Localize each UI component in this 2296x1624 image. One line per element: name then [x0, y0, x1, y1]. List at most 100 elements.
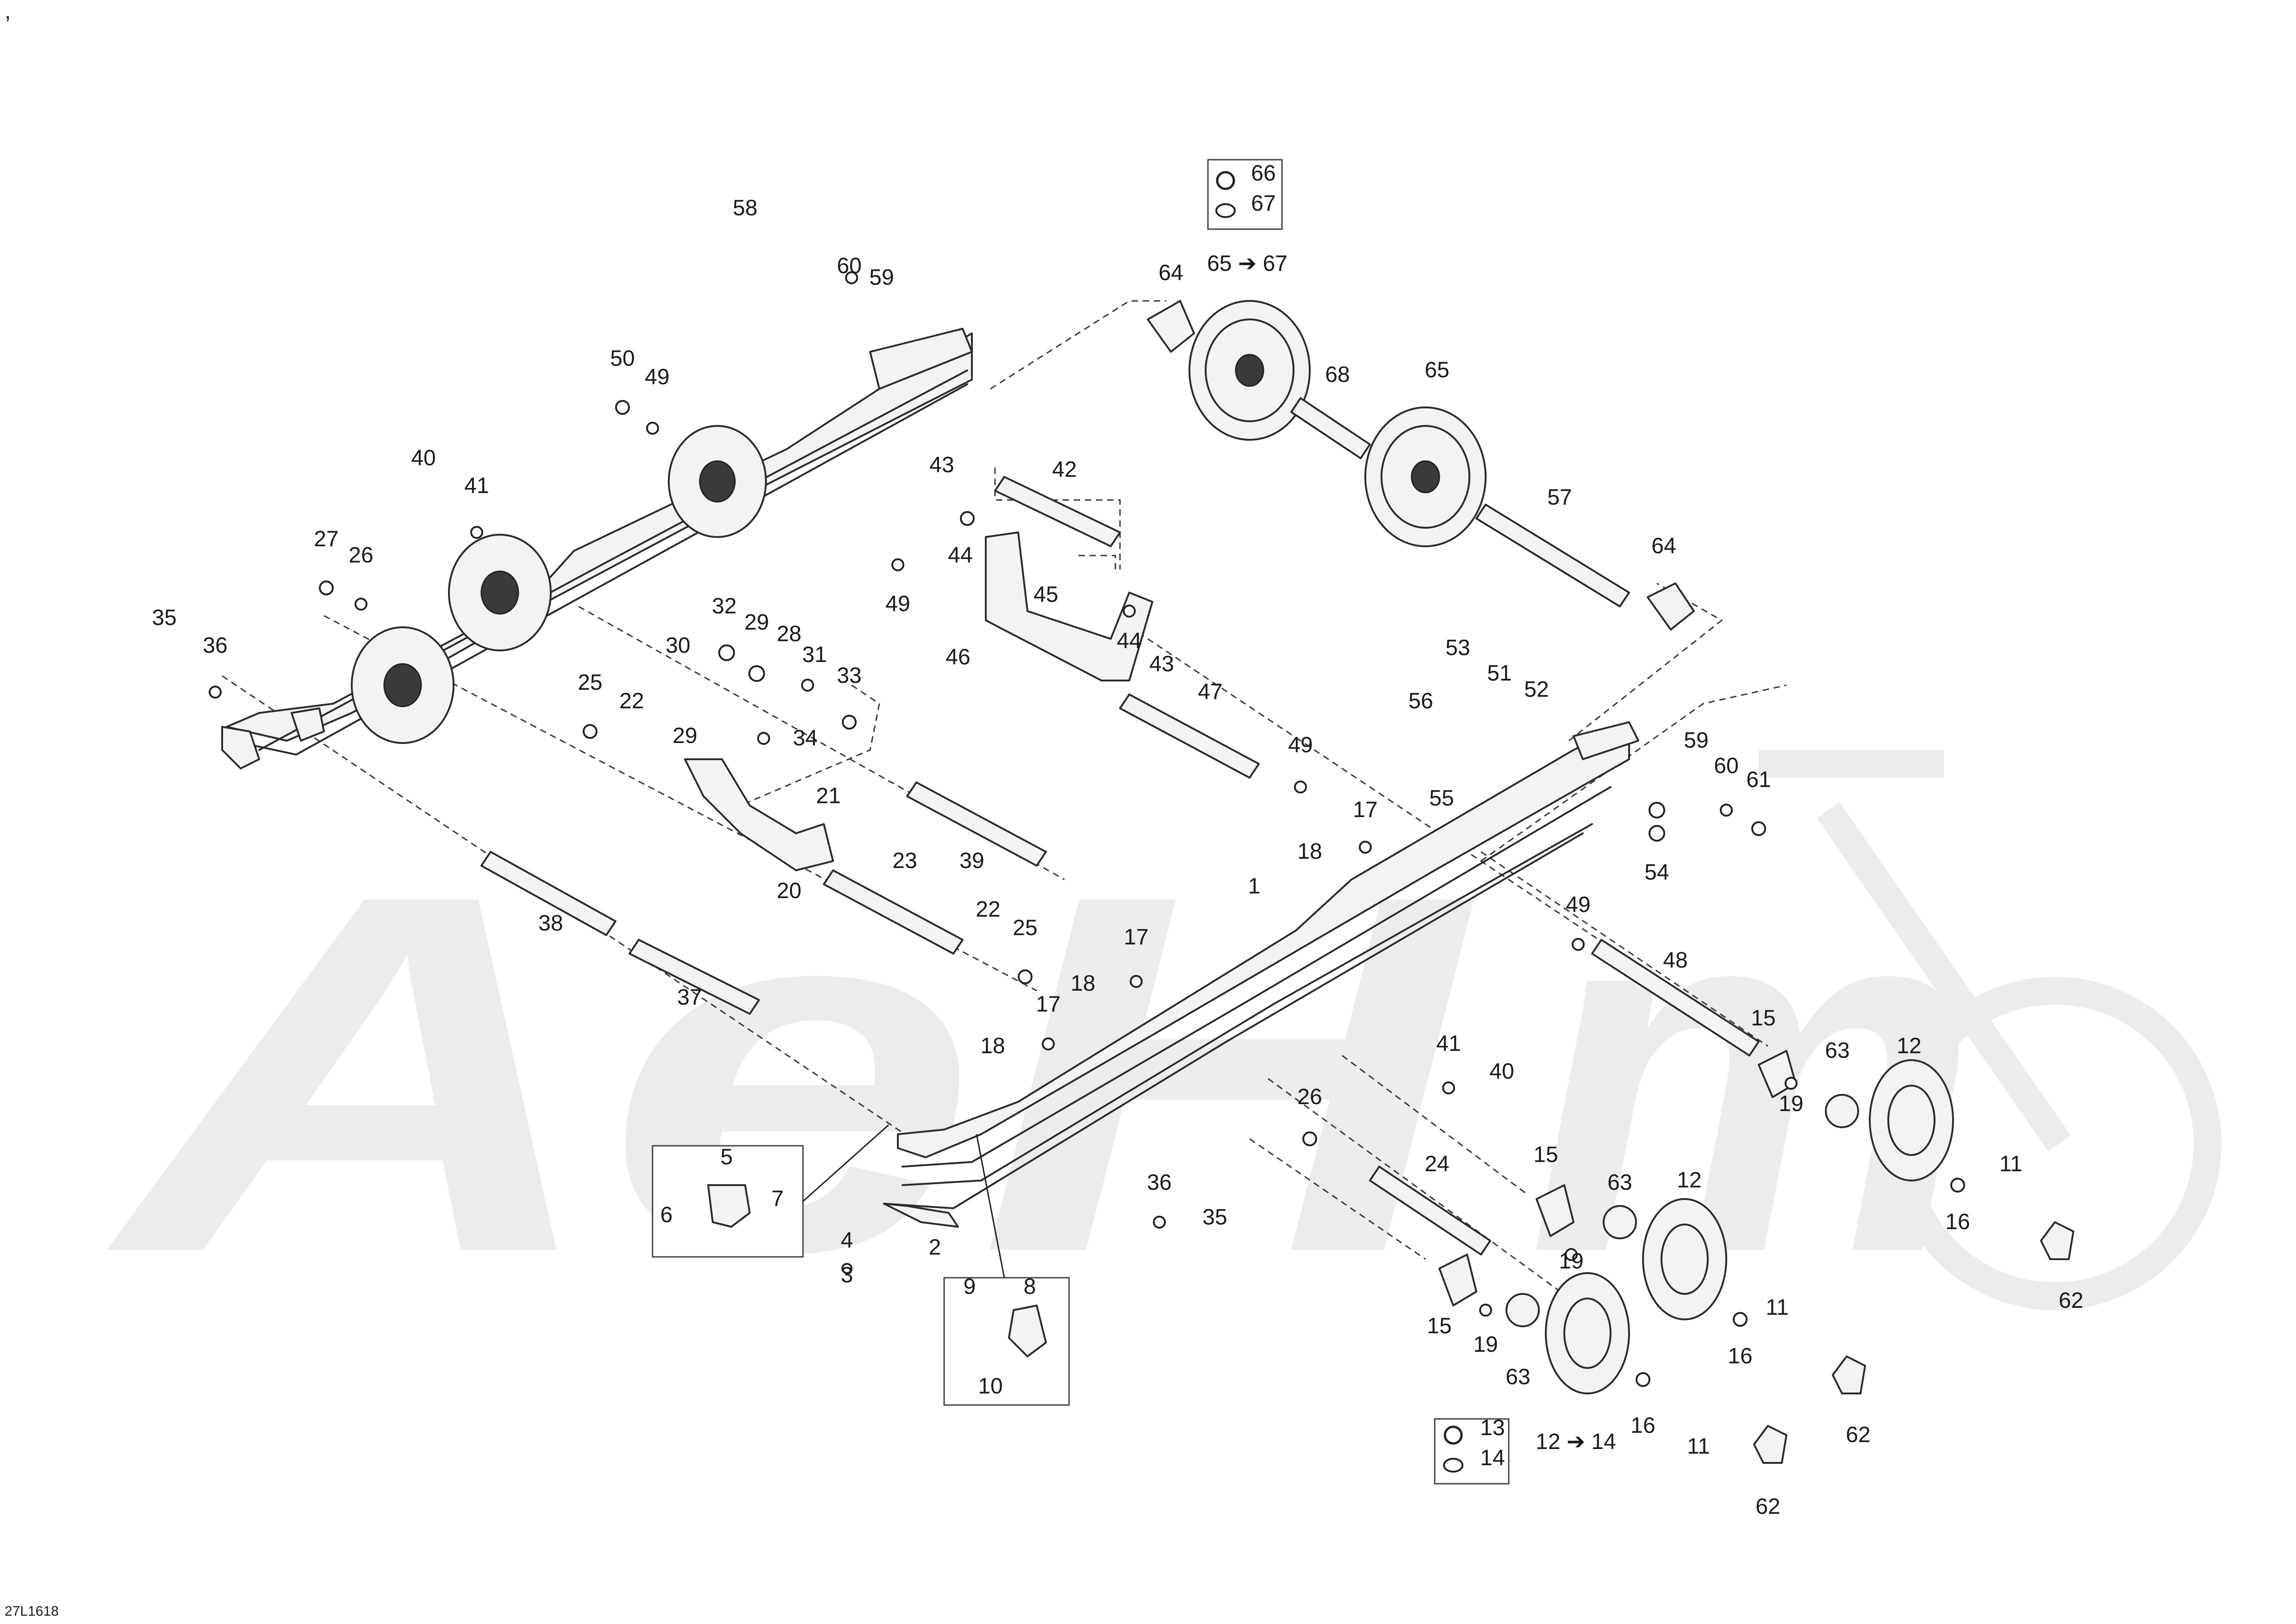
- callout-c57: 57: [1547, 485, 1572, 510]
- callout-c17c: 17: [1036, 992, 1060, 1017]
- callout-c37: 37: [677, 985, 702, 1010]
- callout-c62a: 62: [2059, 1288, 2083, 1313]
- callout-c5: 5: [721, 1145, 733, 1169]
- rear-idler-wheel-icon: [1364, 406, 1487, 547]
- corner-mark: ,: [5, 0, 11, 24]
- axle-adjuster-icon: [1647, 582, 1695, 631]
- callout-c3: 3: [841, 1263, 853, 1287]
- detail-box-front-cap: [652, 1124, 889, 1258]
- bogie-wheel-icon: [1869, 1059, 1954, 1181]
- callout-c36a: 36: [203, 633, 227, 658]
- left-rail-wheels: [351, 425, 767, 744]
- callout-c43b: 43: [1149, 652, 1174, 676]
- callout-c41b: 41: [1436, 1031, 1461, 1056]
- callout-c17a: 17: [1353, 798, 1377, 822]
- callout-c23: 23: [892, 849, 917, 873]
- callout-c35a: 35: [152, 606, 176, 630]
- callout-c12b: 12: [1897, 1034, 1921, 1058]
- callout-c38: 38: [538, 911, 563, 936]
- shaft-icon: [480, 851, 616, 936]
- callout-c62c: 62: [1755, 1494, 1780, 1519]
- callout-c10: 10: [978, 1374, 1002, 1399]
- callout-c25b: 25: [1013, 916, 1037, 940]
- callout-c67: 67: [1251, 191, 1276, 216]
- callout-c18b: 18: [1070, 971, 1095, 996]
- callout-c20: 20: [777, 879, 801, 903]
- callout-c29b: 29: [672, 724, 697, 748]
- callout-c16a: 16: [1728, 1344, 1752, 1368]
- link-arm-icon: [684, 758, 834, 871]
- callout-c63b: 63: [1506, 1365, 1530, 1389]
- callout-c11a: 11: [1766, 1295, 1789, 1320]
- callout-c59a: 59: [869, 265, 894, 290]
- shaft-icon: [628, 939, 760, 1015]
- right-slide-rail: [883, 721, 1639, 1228]
- callout-c66: 66: [1251, 161, 1276, 186]
- callout-c24: 24: [1425, 1152, 1449, 1176]
- callout-c19a: 19: [1559, 1249, 1583, 1274]
- callout-c33: 33: [837, 663, 861, 688]
- callout-c49a: 49: [645, 365, 669, 389]
- wheel-adapter-icon: [1536, 1184, 1574, 1237]
- wheel-adapter-icon: [1438, 1254, 1477, 1306]
- callout-c49b: 49: [885, 592, 910, 616]
- callout-c18c: 18: [980, 1034, 1005, 1058]
- idler-wheel-icon: [668, 425, 767, 538]
- diagram-code: 27L1618: [5, 1604, 59, 1619]
- callout-c44a: 44: [948, 543, 972, 568]
- callout-c44b: 44: [1117, 629, 1141, 653]
- shaft-icon: [823, 869, 964, 955]
- callout-c60a: 60: [837, 254, 861, 278]
- shaft-icon: [1591, 939, 1760, 1056]
- callout-c36b: 36: [1147, 1170, 1171, 1195]
- callout-c47: 47: [1198, 680, 1222, 704]
- callout-c17b: 17: [1124, 925, 1148, 949]
- callout-c26a: 26: [348, 543, 373, 568]
- callout-c51: 51: [1487, 661, 1512, 686]
- callout-c54: 54: [1644, 860, 1669, 885]
- shaft-icon: [1369, 1166, 1491, 1255]
- kit-box-65: [1207, 159, 1283, 230]
- callout-c19c: 19: [1779, 1092, 1803, 1116]
- shaft-icon: [994, 476, 1121, 547]
- callout-c15a: 15: [1427, 1314, 1451, 1338]
- kit-box-12: [1434, 1418, 1510, 1485]
- watermark-text: AeH: [100, 789, 1481, 1358]
- middle-components: [480, 476, 1760, 1255]
- rear-idler-wheel-icon: [1188, 300, 1311, 441]
- callout-c62b: 62: [1846, 1423, 1870, 1447]
- callout-c53: 53: [1445, 636, 1470, 660]
- callout-c26b: 26: [1297, 1085, 1322, 1109]
- watermark: AeH m: [100, 750, 2221, 1358]
- callout-c7: 7: [772, 1187, 784, 1211]
- callout-c49c: 49: [1288, 733, 1313, 757]
- callout-c31: 31: [802, 643, 827, 667]
- callout-c8: 8: [1024, 1274, 1036, 1299]
- callout-c65: 65: [1425, 358, 1449, 382]
- callout-c4: 4: [841, 1228, 853, 1253]
- callout-c11b: 11: [1687, 1434, 1710, 1459]
- callout-c46: 46: [946, 645, 970, 669]
- callout-c49d: 49: [1566, 893, 1590, 917]
- shaft-icon: [906, 781, 1047, 867]
- callout-c55: 55: [1429, 786, 1454, 811]
- callout-c21: 21: [816, 784, 840, 808]
- callout-c1: 1: [1248, 874, 1261, 899]
- callout-c15b: 15: [1533, 1143, 1558, 1167]
- callout-c12a: 12: [1677, 1168, 1701, 1193]
- callout-c19b: 19: [1473, 1332, 1498, 1357]
- callout-c27: 27: [314, 527, 338, 551]
- axle-adjuster-icon: [1147, 300, 1195, 353]
- wheel-cap-icon: [1832, 1355, 1866, 1394]
- callout-c34: 34: [793, 726, 817, 750]
- axle-icon: [1475, 504, 1630, 607]
- callout-c14: 14: [1480, 1446, 1505, 1470]
- callout-c6: 6: [660, 1203, 673, 1227]
- callout-c52: 52: [1524, 677, 1549, 702]
- callout-c56: 56: [1408, 689, 1433, 713]
- callout-c22a: 22: [619, 689, 644, 713]
- wheel-cap-icon: [1753, 1425, 1787, 1464]
- rear-idler-wheels: [1147, 300, 1695, 631]
- callout-c60b: 60: [1714, 754, 1738, 778]
